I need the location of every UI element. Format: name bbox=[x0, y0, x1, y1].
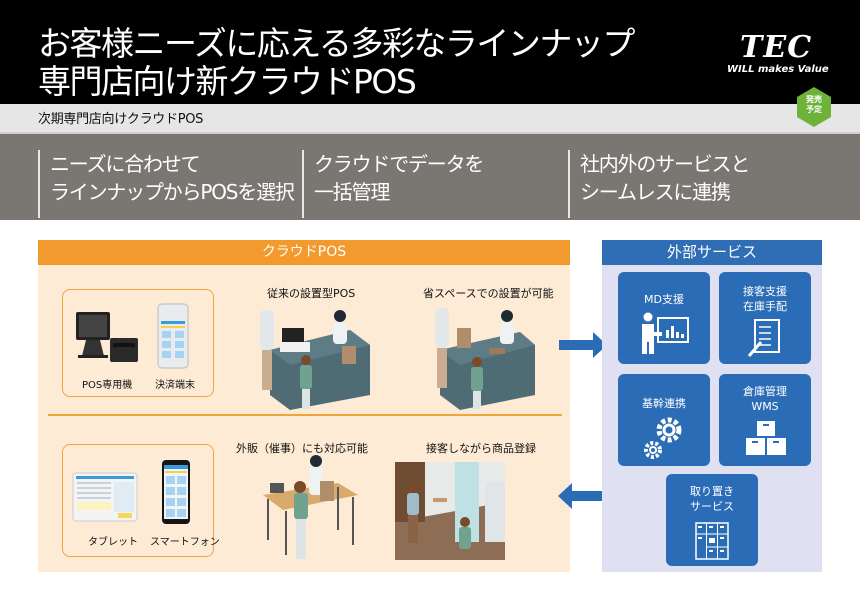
feature-line2: ラインナップからPOSを選択 bbox=[50, 180, 295, 204]
release-badge-text: 発売 予定 bbox=[796, 95, 832, 115]
page-title-line1: お客様ニーズに応える多彩なラインナップ bbox=[38, 24, 635, 63]
presentation-chart-icon bbox=[642, 312, 689, 354]
service-label-line2: WMS bbox=[751, 400, 779, 413]
tec-logo: TEC bbox=[740, 30, 813, 65]
service-label-line2: サービス bbox=[690, 500, 734, 513]
row-divider bbox=[48, 414, 562, 416]
service-label: 基幹連携 bbox=[642, 397, 686, 410]
payment-terminal-icon bbox=[157, 303, 189, 369]
service-label-line1: 取り置き bbox=[690, 485, 734, 498]
service-tile-core-integration: 基幹連携 bbox=[618, 374, 710, 466]
feature-line1: クラウドでデータを bbox=[314, 152, 484, 176]
subtitle-bar bbox=[0, 104, 860, 134]
subtitle: 次期専門店向けクラウドPOS bbox=[38, 112, 204, 127]
service-tile-reservation: 取り置き サービス bbox=[666, 474, 758, 566]
lockers-icon bbox=[695, 522, 729, 560]
service-label-line1: 倉庫管理 bbox=[743, 385, 787, 398]
feature-seamless: 社内外のサービスと シームレスに連携 bbox=[568, 150, 750, 218]
fixed-pos-scene-illustration bbox=[260, 310, 370, 410]
feature-cloud-data: クラウドでデータを 一括管理 bbox=[302, 150, 484, 218]
badge-line1: 発売 bbox=[806, 95, 822, 104]
gears-icon bbox=[644, 417, 682, 459]
service-label: MD支援 bbox=[644, 293, 684, 306]
service-label-line2: 在庫手配 bbox=[743, 300, 787, 313]
header-bar bbox=[0, 0, 860, 104]
feature-line2: 一括管理 bbox=[314, 180, 390, 204]
cloud-pos-heading: クラウドPOS bbox=[38, 240, 570, 265]
logo-tagline: WILL makes Value bbox=[727, 64, 829, 75]
arrow-left-icon bbox=[558, 483, 610, 509]
boxes-icon bbox=[746, 421, 786, 455]
external-services-heading: 外部サービス bbox=[602, 240, 822, 265]
tablet-icon bbox=[72, 472, 138, 522]
scene-title-fixed-pos: 従来の設置型POS bbox=[267, 287, 356, 300]
feature-select-pos: ニーズに合わせて ラインナップからPOSを選択 bbox=[38, 150, 295, 218]
page-title-line2: 専門店向け新クラウドPOS bbox=[38, 62, 417, 101]
event-sales-scene-illustration bbox=[263, 455, 358, 559]
arrow-right-icon bbox=[559, 332, 607, 358]
feature-line2: シームレスに連携 bbox=[580, 180, 731, 204]
device-label-pos-terminal: POS専用機 bbox=[82, 380, 133, 391]
scene-title-event-sales: 外販（催事）にも対応可能 bbox=[236, 442, 368, 455]
service-label-line1: 接客支援 bbox=[743, 285, 787, 298]
pos-terminal-icon bbox=[76, 312, 138, 362]
badge-line2: 予定 bbox=[806, 105, 822, 114]
release-badge-icon bbox=[797, 87, 831, 127]
service-tile-md-support: MD支援 bbox=[618, 272, 710, 364]
feature-line1: 社内外のサービスと bbox=[580, 152, 750, 176]
device-label-smartphone: スマートフォン bbox=[150, 537, 220, 548]
smartphone-icon bbox=[162, 460, 190, 524]
service-tile-wms: 倉庫管理 WMS bbox=[719, 374, 811, 466]
checklist-icon bbox=[747, 319, 780, 357]
clienteling-scene-illustration bbox=[395, 462, 505, 560]
feature-line1: ニーズに合わせて bbox=[50, 152, 201, 176]
scene-title-compact-pos: 省スペースでの設置が可能 bbox=[423, 287, 554, 300]
compact-pos-scene-illustration bbox=[435, 308, 535, 410]
device-label-tablet: タブレット bbox=[88, 537, 138, 548]
device-label-payment-terminal: 決済端末 bbox=[155, 380, 195, 391]
service-tile-customer-service: 接客支援 在庫手配 bbox=[719, 272, 811, 364]
scene-title-clienteling: 接客しながら商品登録 bbox=[426, 442, 536, 455]
feature-band bbox=[0, 134, 860, 220]
